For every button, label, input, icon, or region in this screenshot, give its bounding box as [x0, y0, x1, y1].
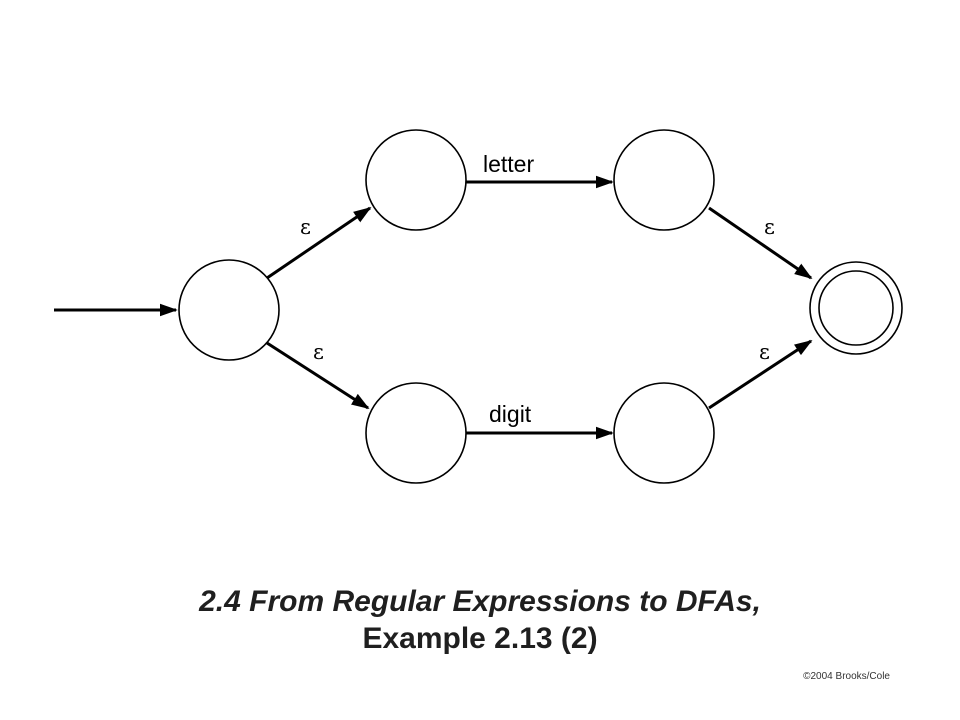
edge-start-to-digit-entry	[266, 341, 370, 410]
edge-letter-exit-to-accept	[708, 206, 813, 280]
label-letter: letter	[483, 151, 534, 177]
state-digit-entry	[365, 382, 467, 484]
nfa-diagram: letter digit ε ε ε ε	[54, 129, 903, 484]
label-epsilon-1: ε	[300, 215, 311, 239]
state-letter-entry	[365, 129, 467, 231]
edge-digit-exit-to-accept	[708, 339, 813, 410]
label-epsilon-2: ε	[313, 340, 324, 364]
label-epsilon-3: ε	[764, 215, 775, 239]
label-epsilon-4: ε	[759, 340, 770, 364]
state-letter-exit	[613, 129, 715, 231]
slide-title-line-2: Example 2.13 (2)	[362, 622, 598, 655]
slide-title-line-1: 2.4 From Regular Expressions to DFAs,	[199, 585, 761, 618]
label-digit: digit	[489, 401, 532, 427]
copyright-notice: ©2004 Brooks/Cole	[803, 671, 890, 682]
state-start	[178, 259, 280, 361]
edge-start-to-letter-entry	[266, 206, 372, 280]
state-accept-inner	[818, 270, 894, 346]
state-digit-exit	[613, 382, 715, 484]
